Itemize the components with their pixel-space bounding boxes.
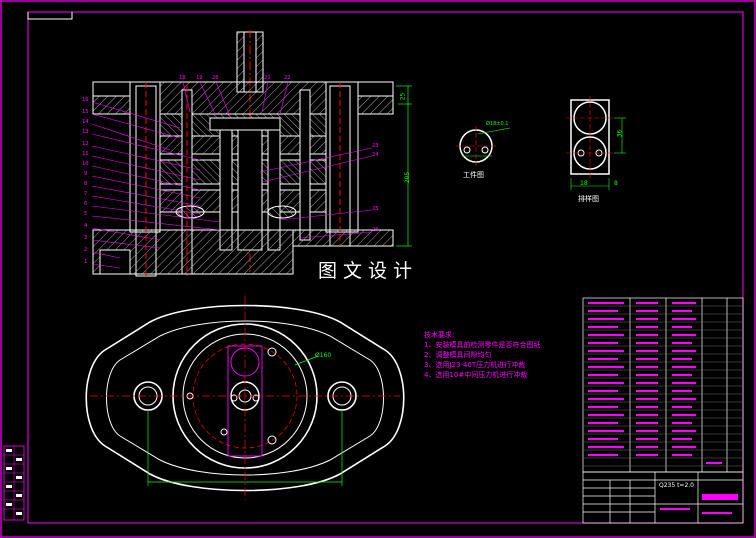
part-number: 2 — [84, 247, 88, 253]
part-number: 14 — [82, 119, 89, 125]
dimension-strip-pitch: 36 — [616, 129, 624, 138]
title-block — [582, 471, 744, 524]
part-number: 25 — [372, 206, 379, 212]
part-number: 5 — [84, 211, 88, 217]
part-number: 1 — [84, 259, 88, 265]
workpiece-view-label: 工件图 — [463, 171, 484, 179]
part-number: 19 — [196, 75, 203, 81]
dimension-strip-side: 8 — [614, 180, 618, 187]
part-number: 20 — [212, 75, 219, 81]
strip-layout-view — [566, 96, 626, 190]
title-block-fills — [660, 494, 738, 514]
dimension-strip-width: 18 — [580, 180, 588, 187]
part-number: 4 — [84, 223, 88, 229]
part-number: 8 — [84, 181, 88, 187]
parts-list-text-blocks — [588, 302, 722, 464]
part-number: 26 — [372, 227, 379, 233]
watermark-text: 图文设计 — [318, 260, 419, 282]
dimension-phi160: Ø160 — [315, 352, 332, 359]
dimension-left-height: 205 — [404, 171, 412, 184]
part-number: 6 — [84, 201, 88, 207]
inner-frame — [27, 11, 744, 524]
part-number: 3 — [84, 235, 88, 241]
part-number: 22 — [284, 75, 291, 81]
left-side-strip — [3, 445, 25, 521]
technical-requirements: 技术要求: 1、安装模具前检测零件是否符合图纸 2、调整模具间隙均匀 3、选用J… — [424, 330, 540, 380]
tech-note-item: 1、安装模具前检测零件是否符合图纸 — [424, 341, 541, 349]
parts-list — [582, 297, 744, 473]
part-number: 24 — [372, 152, 379, 158]
section-view — [92, 30, 412, 277]
part-number: 7 — [84, 191, 88, 197]
tech-notes-title: 技术要求: — [424, 331, 455, 339]
dimension-workpiece: Ø18±0.1 — [486, 121, 509, 127]
part-number: 13 — [82, 129, 89, 135]
tech-note-item: 2、调整模具间隙均匀 — [424, 351, 492, 359]
plan-view — [85, 296, 405, 500]
leader-lines-left — [91, 101, 221, 269]
parts-list-rows — [583, 305, 743, 467]
part-number: 23 — [372, 143, 379, 149]
workpiece-view — [456, 126, 511, 166]
part-number: 18 — [179, 75, 186, 81]
top-tab — [27, 12, 73, 20]
part-number: 10 — [82, 161, 89, 167]
part-number: 9 — [84, 171, 88, 177]
tech-note-item: 3、选用J23-40T压力机进行冲裁 — [424, 361, 526, 369]
leader-lines-right — [259, 147, 373, 239]
material-thickness: Q235 t=2.0 — [659, 482, 695, 489]
leader-lines-top — [182, 81, 289, 117]
dimension-right-top: 25 — [399, 92, 407, 101]
part-number: 16 — [82, 97, 89, 103]
part-number: 11 — [82, 151, 89, 157]
part-number: 12 — [82, 141, 89, 147]
part-number: 15 — [82, 109, 89, 115]
strip-layout-view-label: 排样图 — [578, 195, 599, 203]
part-number: 21 — [264, 75, 271, 81]
tech-note-item: 4、选用10#中间压力机进行冲裁 — [424, 371, 528, 379]
